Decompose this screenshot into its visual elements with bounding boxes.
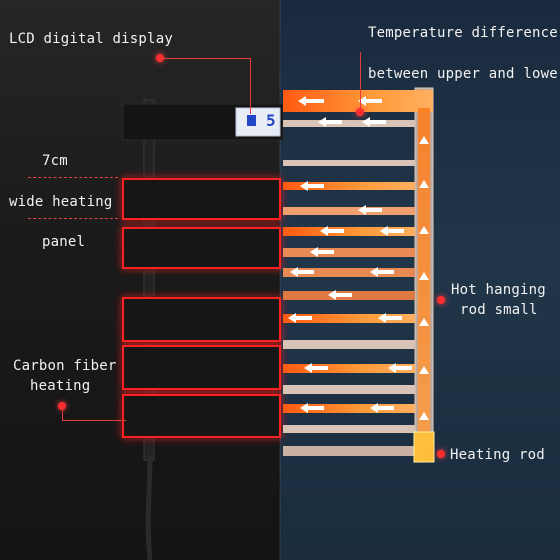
- temp-difference-label-1: Temperature difference: [368, 25, 558, 41]
- power-cable: [145, 454, 153, 560]
- lcd-reading: 5: [266, 111, 276, 130]
- left-background: [0, 0, 280, 560]
- panel-width-divider-1: [28, 177, 118, 178]
- panel-width-label-1: 7cm: [42, 153, 68, 169]
- lcd-callout-line-v: [250, 58, 251, 114]
- hot-rod-label-2: rod small: [460, 302, 538, 318]
- panel-width-divider-2: [28, 218, 118, 219]
- flow-arrows: [288, 96, 412, 413]
- carbon-fiber-label-1: Carbon fiber: [13, 358, 117, 374]
- heating-panel-2: [122, 227, 281, 269]
- heating-rod: [418, 108, 430, 458]
- center-divider: [279, 0, 281, 560]
- heating-panel-5: [122, 394, 281, 438]
- heating-rod-callout-dot: [437, 450, 445, 458]
- heating-element: [413, 431, 435, 463]
- carbon-callout-line: [62, 420, 126, 421]
- hot-rod-label-1: Hot hanging: [451, 282, 546, 298]
- panel-width-label-2: wide heating: [9, 194, 113, 210]
- lcd-callout-line: [160, 58, 250, 59]
- temp-callout-dot: [356, 108, 364, 116]
- heating-panels: [122, 178, 281, 438]
- heating-panel-4: [122, 345, 281, 390]
- heating-panel-3: [122, 297, 281, 342]
- lcd-display-label: LCD digital display: [9, 31, 173, 47]
- heating-panel-1: [122, 178, 281, 220]
- lcd-icon: [247, 115, 256, 126]
- carbon-fiber-label-2: heating: [30, 378, 91, 394]
- temp-difference-label-2: between upper and lower: [368, 66, 560, 82]
- carbon-callout-line-v: [62, 406, 63, 420]
- panel-width-label-3: panel: [42, 234, 86, 250]
- temp-callout-line: [360, 52, 361, 108]
- hot-rod-callout-dot: [437, 296, 445, 304]
- heating-rod-label: Heating rod: [450, 447, 545, 463]
- upward-arrows: [419, 136, 429, 420]
- rail-rods: [283, 90, 433, 456]
- lcd-screen: [235, 107, 281, 137]
